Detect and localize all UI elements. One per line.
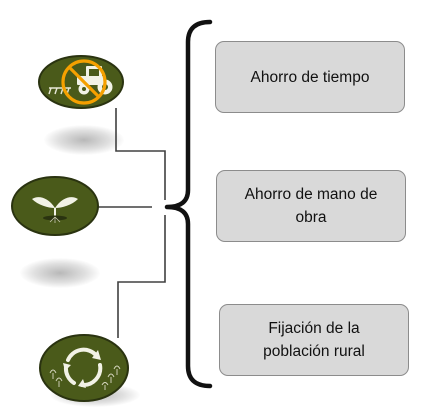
- benefit-box-time-saving: Ahorro de tiempo: [215, 41, 405, 113]
- benefit-label: Ahorro de tiempo: [250, 68, 370, 86]
- benefit-box-rural-population: Fijación de la población rural: [219, 304, 409, 376]
- benefit-box-labor-saving: Ahorro de mano de obra: [216, 170, 406, 242]
- icon-shadow: [44, 125, 124, 155]
- curly-brace: [164, 19, 213, 389]
- recycle-plants-icon: [38, 333, 130, 403]
- icon-shadow: [20, 258, 100, 288]
- seedling-icon: [10, 175, 100, 237]
- benefit-label: Fijación de la población rural: [263, 320, 365, 360]
- connector-line-bottom: [117, 215, 166, 338]
- connector-line-top: [115, 108, 166, 200]
- benefit-label: Ahorro de mano de obra: [244, 186, 378, 226]
- tractor-prohibited-icon: [37, 54, 125, 110]
